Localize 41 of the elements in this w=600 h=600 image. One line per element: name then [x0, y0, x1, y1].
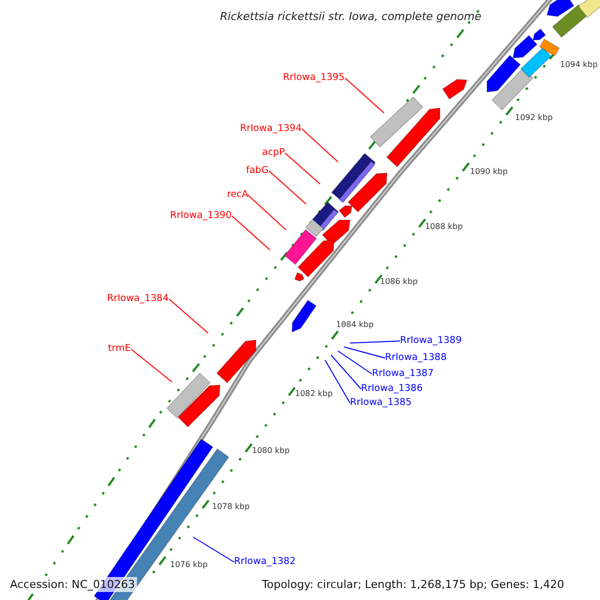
scale-label: 1088 kbp — [425, 223, 463, 231]
gene-label: RrIowa_1387 — [372, 369, 434, 378]
gene-label: RrIowa_1390 — [170, 211, 232, 220]
gene-label: acpP — [262, 148, 285, 158]
scale-label: 1084 kbp — [336, 321, 374, 329]
scale-label: 1092 kbp — [515, 114, 553, 122]
leader-line — [350, 340, 400, 344]
gene-label: RrIowa_1386 — [361, 384, 423, 394]
leader-line — [284, 152, 320, 184]
scale-label: 1086 kbp — [380, 278, 418, 286]
gene-label: recA — [227, 190, 248, 200]
gene-label: trmE — [108, 344, 131, 354]
footer-text: Accession: NC_010263 — [8, 577, 138, 592]
gene-label: RrIowa_1388 — [385, 353, 447, 362]
leader-line — [330, 354, 362, 390]
gene-label: RrIowa_1394 — [240, 124, 302, 134]
gene-label: RrIowa_1395 — [283, 73, 345, 82]
scale-label: 1090 kbp — [470, 168, 508, 176]
leader-line — [232, 216, 270, 250]
gene-label: RrIowa_1385 — [350, 398, 412, 408]
gene-label: fabG — [246, 166, 269, 176]
leader-line — [248, 194, 286, 230]
leader-line — [338, 350, 372, 374]
leader-line — [192, 536, 234, 562]
gene-label: RrIowa_1389 — [400, 336, 462, 346]
title: Rickettsia rickettsii str. Iowa, complete genome — [220, 11, 482, 22]
leader-line — [268, 170, 306, 204]
scale-label: 1080 kbp — [252, 447, 290, 455]
gene-label: RrIowa_1382 — [234, 557, 296, 566]
scale-label: 1082 kbp — [295, 390, 333, 398]
scale-label: 1078 kbp — [212, 503, 250, 511]
leader-line — [344, 78, 384, 114]
scale-label: 1076 kbp — [170, 561, 208, 569]
gene-label: RrIowa_1384 — [107, 294, 169, 304]
leader-line — [302, 128, 338, 162]
leader-line — [130, 348, 172, 382]
leader-line — [324, 360, 350, 404]
footer-text: Topology: circular; Length: 1,268,175 bp; Genes: 1,420 — [260, 577, 566, 592]
leader-line — [344, 346, 386, 358]
scale-label: 1094 kbp — [560, 61, 598, 69]
leader-line — [168, 298, 208, 334]
